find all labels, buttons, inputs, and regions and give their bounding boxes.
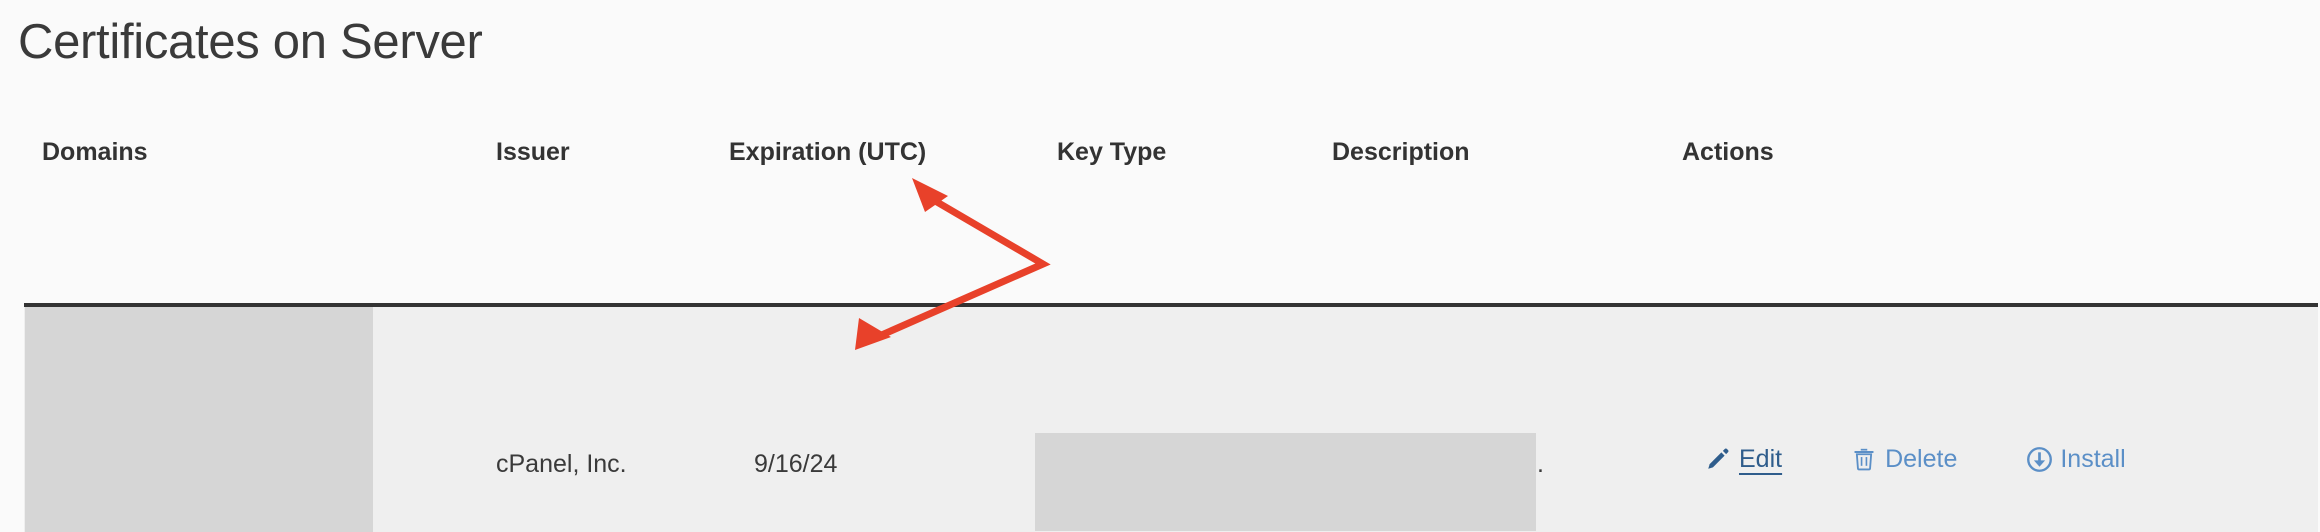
column-header-actions: Actions [1682,138,1774,166]
column-header-expiration: Expiration (UTC) [729,138,927,166]
domains-redaction-block [25,307,373,532]
description-redaction-block [1035,433,1536,531]
delete-label: Delete [1885,444,1958,473]
edit-label: Edit [1739,444,1783,473]
column-header-domains: Domains [42,138,148,166]
cell-description: . [1537,450,1544,478]
cell-issuer: cPanel, Inc. [496,450,627,478]
page-title: Certificates on Server [18,15,483,69]
column-header-issuer: Issuer [496,138,570,166]
table-header-row: Domains Issuer Expiration (UTC) Key Type… [0,118,2320,186]
edit-link[interactable]: Edit [1704,445,1782,474]
download-circle-icon [2025,445,2053,473]
table-header-divider [24,303,2318,307]
cell-expiration: 9/16/24 [754,450,838,478]
certificates-table: Domains Issuer Expiration (UTC) Key Type… [0,118,2320,532]
column-header-description: Description [1332,138,1470,166]
pencil-icon [1704,445,1732,473]
install-label: Install [2060,444,2126,473]
table-row: cPanel, Inc. 9/16/24 . Edit [24,307,2318,532]
delete-link[interactable]: Delete [1850,445,1957,474]
trash-icon [1850,445,1878,473]
cell-actions: Edit Delete [1704,435,2126,483]
install-link[interactable]: Install [2025,444,2126,474]
column-header-key-type: Key Type [1057,138,1167,166]
